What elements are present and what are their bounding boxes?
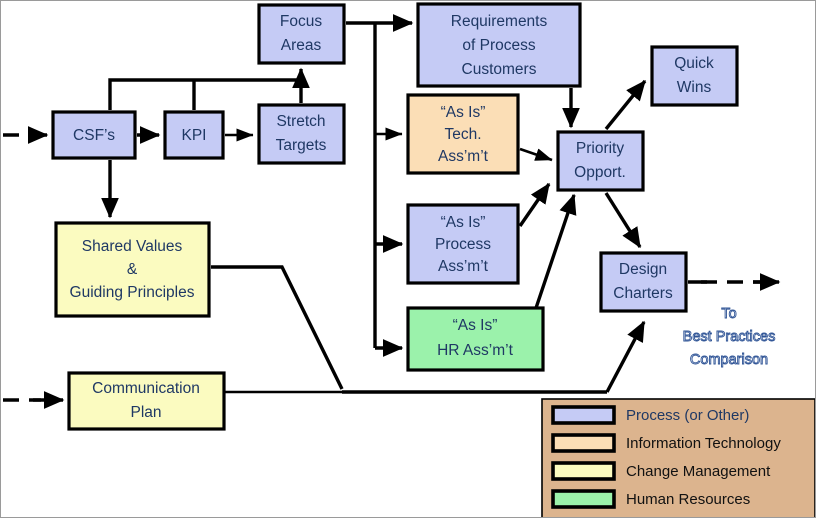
node-shared-values-label-3: Guiding Principles	[70, 284, 195, 301]
node-as-is-process-label-2: Process	[435, 236, 491, 253]
node-design-charters[interactable]: Design Charters	[599, 251, 688, 313]
connector-focus-trunk	[346, 14, 414, 357]
node-quick-wins-rect[interactable]	[650, 45, 739, 107]
node-csfs-rect[interactable]	[51, 110, 137, 160]
legend-swatch-human-resources	[551, 489, 616, 509]
node-kpi-label: KPI	[182, 127, 207, 144]
node-shared-values-label-2: &	[127, 261, 138, 278]
node-priority-opportunities[interactable]: Priority Opport.	[556, 130, 645, 192]
node-design-charters-rect[interactable]	[599, 251, 688, 313]
connector-shared-baseline	[211, 265, 344, 390]
node-requirements-label-2: of Process	[462, 37, 535, 54]
node-shared-values-label-1: Shared Values	[82, 238, 183, 255]
node-as-is-hr-label-2: HR Ass’m’t	[437, 342, 513, 359]
node-priority-label-1: Priority	[576, 140, 624, 157]
node-as-is-hr-rect[interactable]	[406, 306, 545, 372]
legend-label-human-resources: Human Resources	[626, 491, 750, 508]
node-communication-plan-label-1: Communication	[92, 380, 200, 397]
node-requirements-label-3: Customers	[462, 61, 537, 78]
node-as-is-tech-assessment[interactable]: “As Is” Tech. Ass’m’t	[406, 93, 520, 175]
connector-priority-design	[604, 192, 642, 249]
annotation-line-3: Comparison	[690, 352, 768, 368]
node-as-is-tech-label-3: Ass’m’t	[438, 148, 489, 165]
node-requirements-rect[interactable]	[416, 2, 582, 88]
connector-comm-baseline-design	[225, 320, 646, 394]
connector-bus-to-focus	[108, 67, 310, 110]
node-communication-plan-label-2: Plan	[130, 404, 161, 421]
node-as-is-tech-label-2: Tech.	[444, 126, 481, 143]
legend-label-change-management: Change Management	[626, 463, 771, 480]
node-as-is-process-label-3: Ass’m’t	[438, 258, 489, 275]
node-focus-areas-label-1: Focus	[280, 13, 322, 30]
connector-priority-quick	[604, 79, 647, 131]
node-as-is-hr-assessment[interactable]: “As Is” HR Ass’m’t	[406, 306, 545, 372]
node-shared-values-guiding-principles[interactable]: Shared Values & Guiding Principles	[54, 221, 211, 318]
legend-item-change-management: Change Management	[551, 461, 771, 481]
node-as-is-process-assessment[interactable]: “As Is” Process Ass’m’t	[406, 203, 520, 285]
node-kpi-rect[interactable]	[163, 110, 225, 160]
connector-process-priority	[518, 182, 551, 227]
node-priority-label-2: Opport.	[574, 164, 626, 181]
node-csfs-label: CSF’s	[73, 127, 115, 144]
node-requirements-of-process-customers[interactable]: Requirements of Process Customers	[416, 2, 582, 88]
annotation-line-1: To	[721, 306, 736, 322]
annotation-line-2: Best Practices	[683, 329, 776, 345]
node-as-is-tech-label-1: “As Is”	[441, 104, 486, 121]
node-kpi[interactable]: KPI	[163, 110, 225, 160]
node-stretch-targets-rect[interactable]	[257, 103, 346, 165]
connector-tech-priority	[519, 147, 553, 162]
node-as-is-process-rect[interactable]	[406, 203, 520, 285]
node-quick-wins-label-2: Wins	[677, 79, 712, 96]
node-focus-areas[interactable]: Focus Areas	[257, 3, 346, 65]
node-focus-areas-label-2: Areas	[281, 37, 322, 54]
legend-swatch-change-management	[551, 461, 616, 481]
node-stretch-targets[interactable]: Stretch Targets	[257, 103, 346, 165]
node-design-charters-label-2: Charters	[613, 285, 673, 302]
legend-swatch-information-technology	[551, 433, 616, 453]
legend-item-process: Process (or Other)	[551, 405, 749, 425]
legend-label-information-technology: Information Technology	[626, 435, 781, 452]
node-quick-wins[interactable]: Quick Wins	[650, 45, 739, 107]
node-stretch-targets-label-2: Targets	[276, 137, 327, 154]
node-quick-wins-label-1: Quick	[674, 55, 714, 72]
connector-layer	[3, 14, 781, 409]
node-communication-plan-rect[interactable]	[67, 371, 226, 431]
node-design-charters-label-1: Design	[619, 261, 667, 278]
node-requirements-label-1: Requirements	[451, 13, 548, 30]
node-stretch-targets-label-1: Stretch	[276, 113, 325, 130]
node-as-is-tech-rect[interactable]	[406, 93, 520, 175]
node-priority-rect[interactable]	[556, 130, 645, 192]
legend-swatch-process	[551, 405, 616, 425]
node-layer: CSF’s KPI Stretch Targets Focus Areas Re…	[51, 2, 739, 431]
legend-item-human-resources: Human Resources	[551, 489, 750, 509]
connector-hr-priority	[534, 193, 577, 309]
node-as-is-hr-label-1: “As Is”	[453, 317, 498, 334]
node-focus-areas-rect[interactable]	[257, 3, 346, 65]
node-csfs[interactable]: CSF’s	[51, 110, 137, 160]
annotation-to-best-practices: To Best Practices Comparison	[682, 305, 776, 368]
legend-label-process: Process (or Other)	[626, 407, 749, 424]
node-shared-values-rect[interactable]	[54, 221, 211, 318]
node-as-is-process-label-1: “As Is”	[441, 214, 486, 231]
node-communication-plan[interactable]: Communication Plan	[67, 371, 226, 431]
legend-item-information-technology: Information Technology	[551, 433, 781, 453]
legend: Process (or Other) Information Technolog…	[541, 398, 815, 517]
